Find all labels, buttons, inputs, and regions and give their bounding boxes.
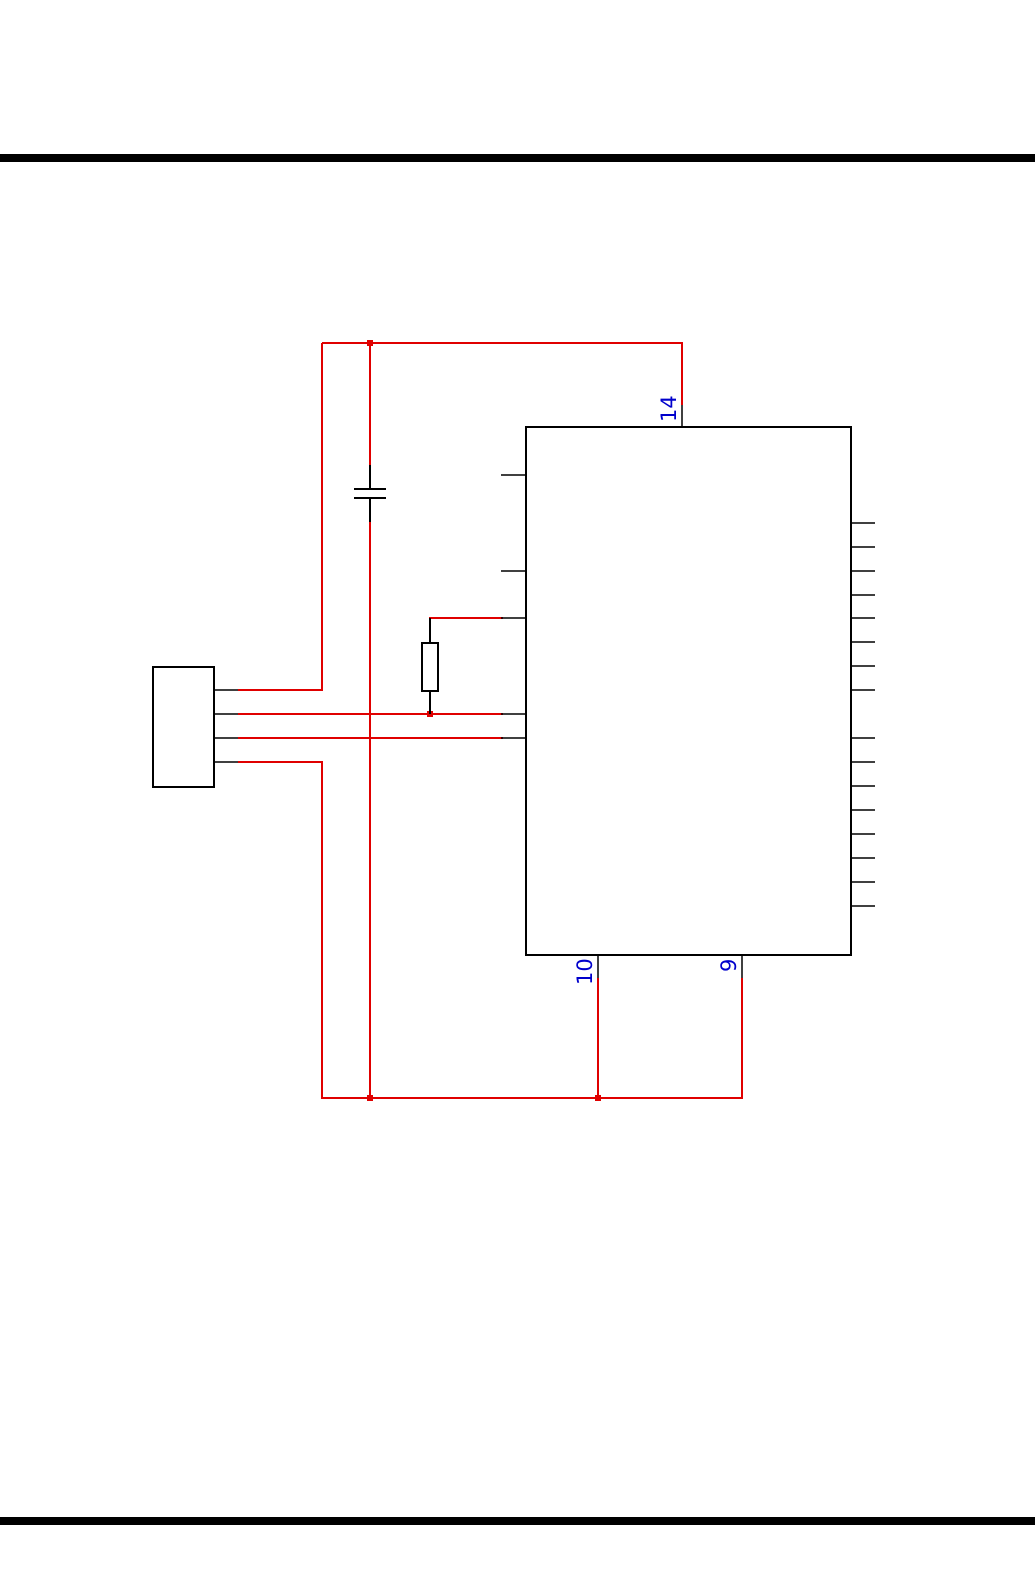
- pin-number-14: 14: [657, 395, 681, 422]
- junction-bottom-cap: [367, 1095, 373, 1101]
- junction-bottom-pin10: [595, 1095, 601, 1101]
- resistor: [422, 618, 438, 714]
- junction-top-cap: [367, 340, 373, 346]
- capacitor: [354, 465, 386, 522]
- wire-resistor-top: [430, 618, 503, 620]
- wire-top-rail: [322, 343, 682, 405]
- wire-connector-pin1: [238, 343, 322, 690]
- wire-connector-pin4: [238, 762, 742, 1098]
- ic-right-pins: [851, 523, 875, 906]
- junctions: [367, 340, 601, 1101]
- connector: [153, 667, 238, 787]
- ic: 14 10 9: [501, 395, 875, 985]
- pin-number-9: 9: [717, 959, 741, 972]
- pin-number-10: 10: [573, 958, 597, 985]
- ic-body: [526, 427, 851, 955]
- wires: [238, 343, 742, 1098]
